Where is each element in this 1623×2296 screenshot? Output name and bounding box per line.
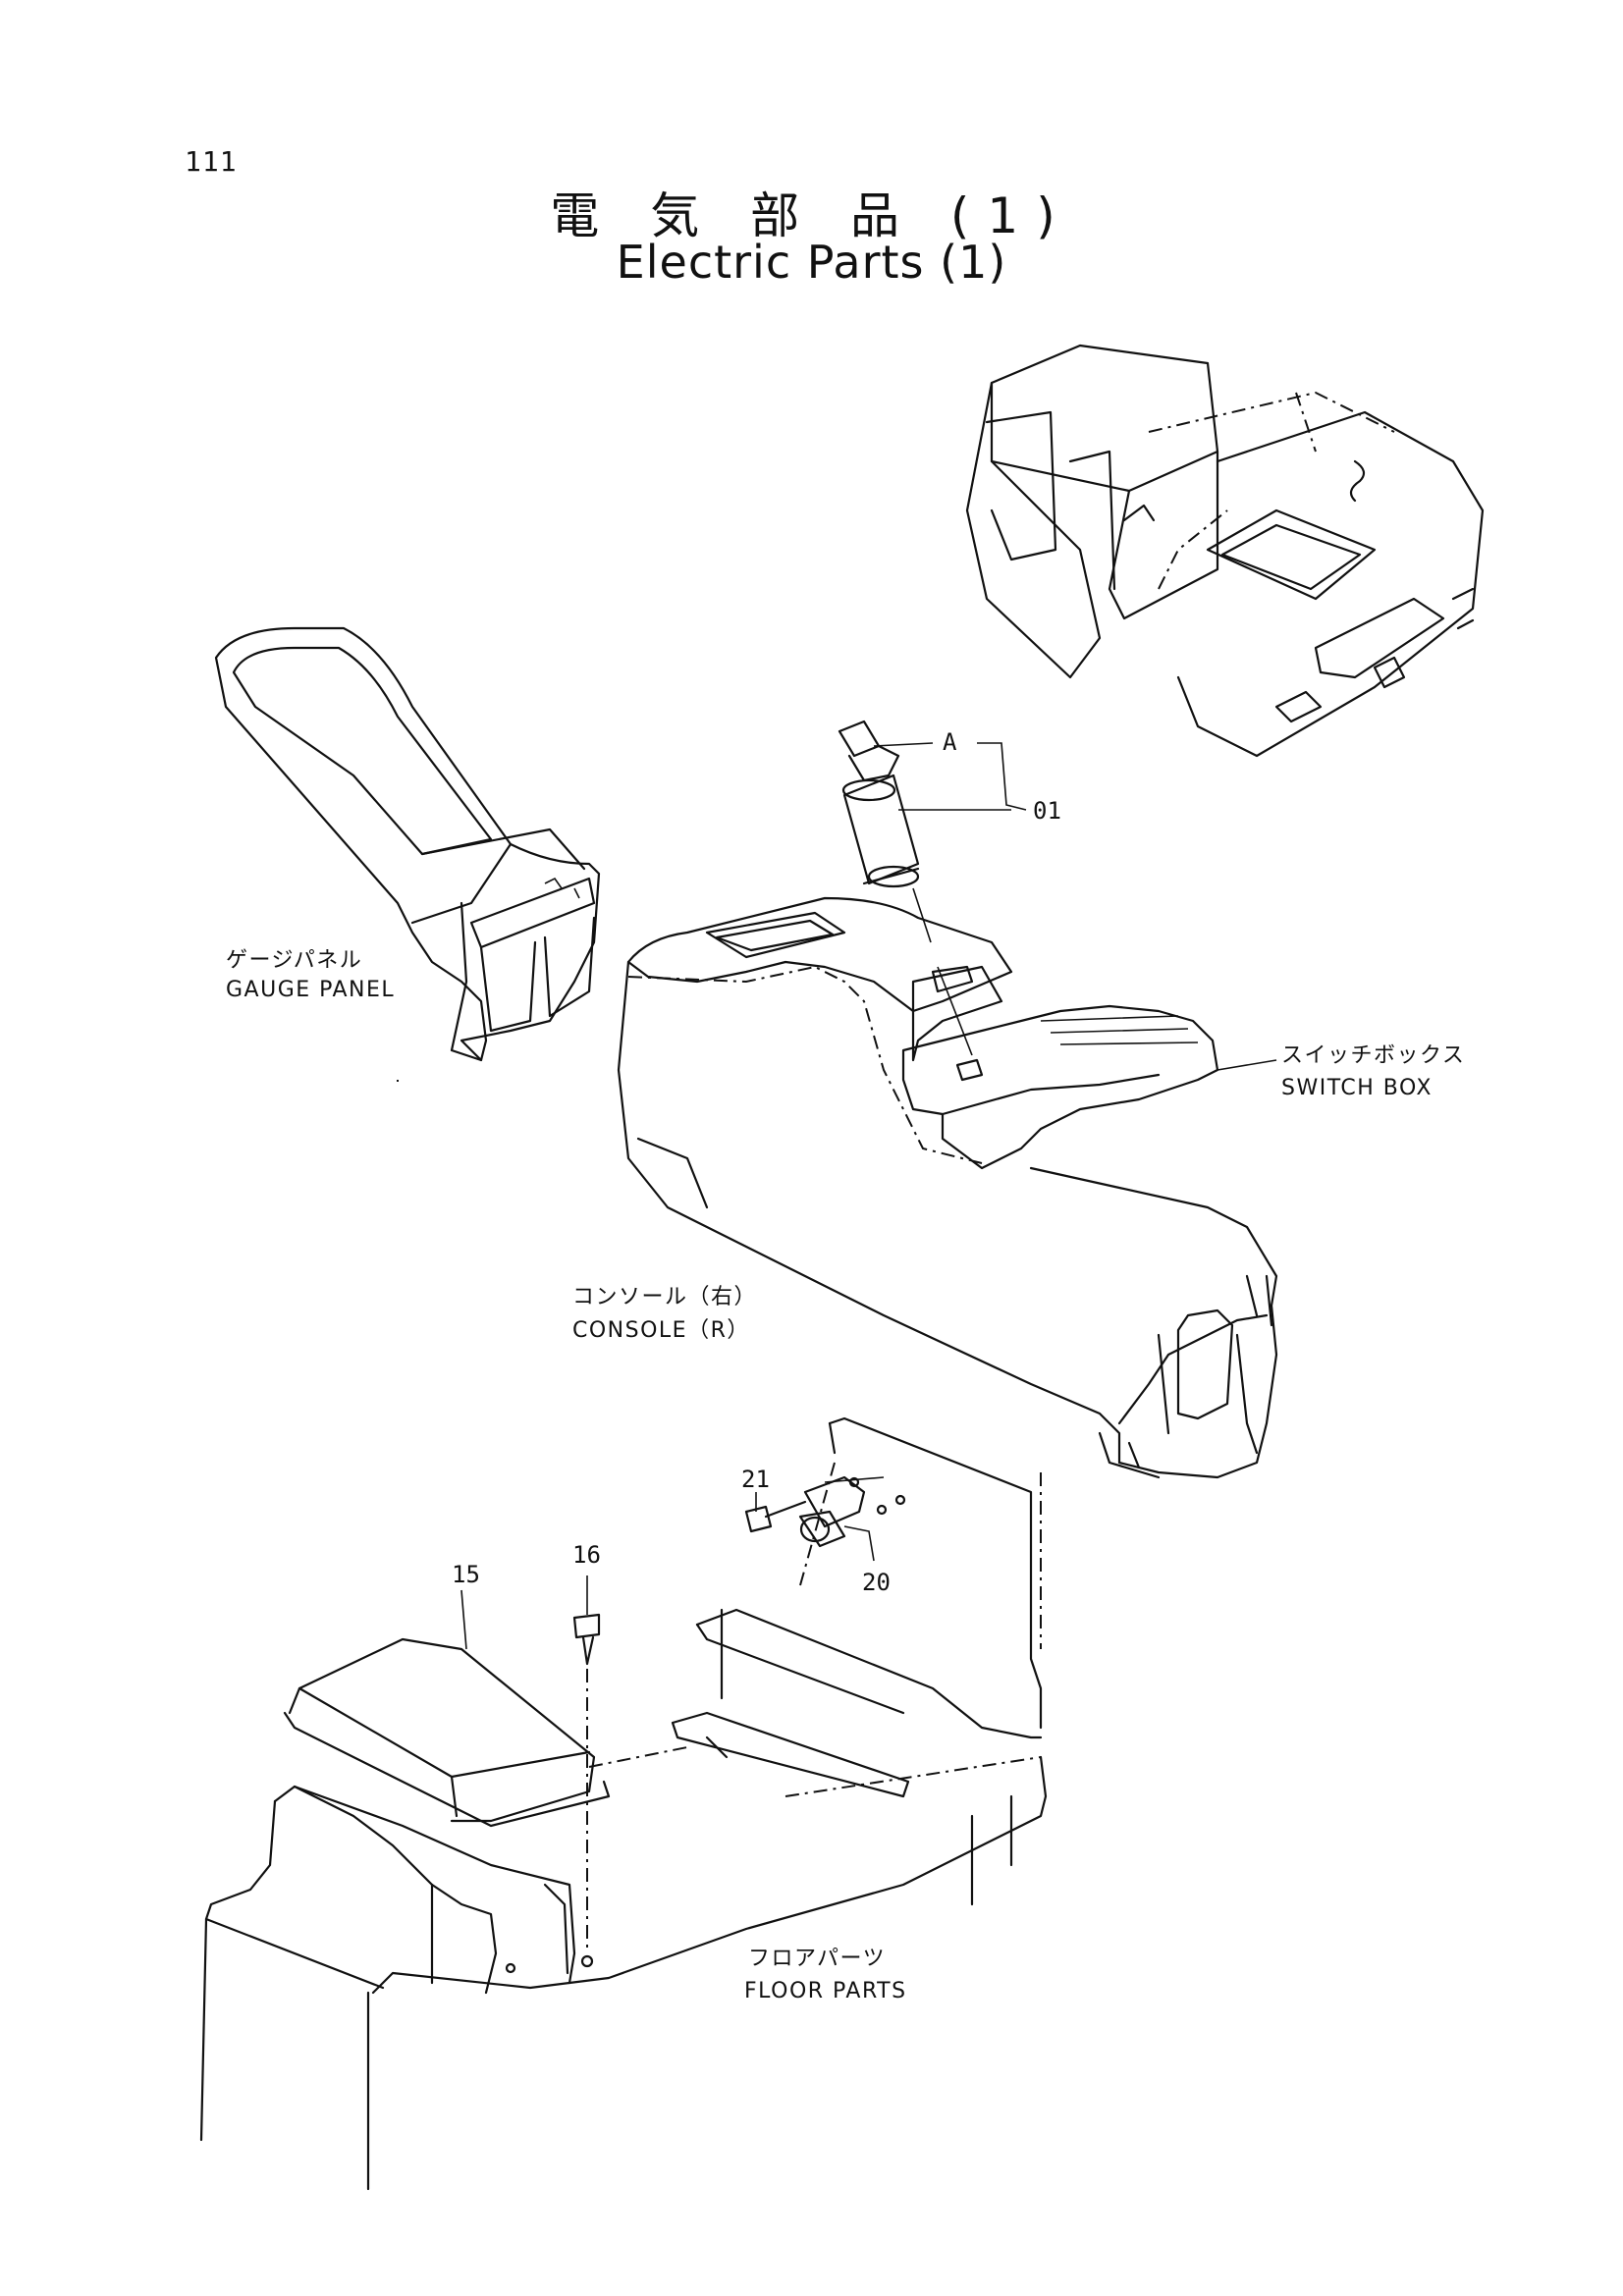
callout-20: 20 [862,1569,891,1596]
callout-01: 01 [1033,797,1061,825]
callout-16: 16 [572,1541,601,1569]
excavator-illustration [965,344,1485,758]
callout-A: A [943,728,957,756]
part-20-21-illustration [744,1475,888,1562]
console-label-jp: コンソール（右） [572,1285,758,1309]
page-title-japanese: 電 気 部 品 (1) [550,187,1073,244]
callout-21: 21 [741,1466,770,1493]
gauge-panel-illustration [214,626,601,1062]
callout-15: 15 [452,1561,480,1588]
gauge-panel-label-en: GAUGE PANEL [226,978,396,1002]
console-label-en: CONSOLE（R） [572,1318,750,1343]
part-16-screw-illustration [572,1575,601,1968]
switch-box-label-jp: スイッチボックス [1281,1043,1466,1068]
switch-box-illustration [901,965,1219,1170]
gauge-panel-label-jp: ゲージパネル [226,948,363,973]
floor-parts-label-en: FLOOR PARTS [744,1979,907,2003]
callout-leaders-key [873,742,1027,811]
floor-parts-illustration [199,1416,1048,2191]
part-15-illustration [283,1589,611,1828]
page-number: 111 [185,145,238,178]
floor-parts-label-jp: フロアパーツ [748,1947,887,1971]
console-illustration [617,896,1278,1479]
switch-box-label-en: SWITCH BOX [1281,1076,1433,1100]
page-title-english: Electric Parts (1) [616,236,1007,289]
